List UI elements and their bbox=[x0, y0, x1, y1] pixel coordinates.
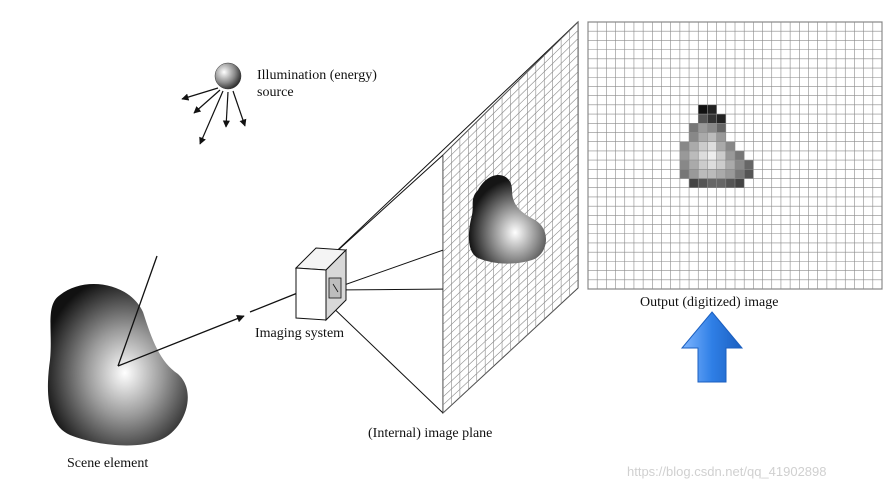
plane-grid-line bbox=[443, 262, 578, 390]
plane-grid-line bbox=[443, 79, 578, 212]
digitized-pixel bbox=[679, 150, 690, 161]
digitized-pixel bbox=[716, 132, 726, 142]
digitized-pixel bbox=[689, 132, 699, 142]
plane-grid-line bbox=[443, 30, 578, 164]
digitized-pixel bbox=[679, 169, 690, 179]
light-ray bbox=[181, 87, 219, 101]
digitized-pixel bbox=[707, 104, 717, 115]
plane-grid-line bbox=[443, 221, 578, 349]
digitized-pixel bbox=[707, 114, 717, 124]
digitized-pixel bbox=[716, 114, 726, 124]
digitized-pixel bbox=[698, 132, 708, 142]
illumination-ray-reflect bbox=[117, 255, 158, 367]
imaging-system-label: Imaging system bbox=[255, 326, 344, 341]
highlight-arrow-icon bbox=[680, 311, 744, 383]
plane-grid-line bbox=[443, 113, 578, 244]
digitized-pixel bbox=[698, 160, 708, 170]
digitized-pixel bbox=[698, 178, 708, 188]
plane-grid-line bbox=[443, 237, 578, 365]
light-ray bbox=[232, 90, 247, 127]
digitized-pixel bbox=[716, 123, 726, 133]
digitized-pixel bbox=[744, 169, 754, 179]
digitized-pixel bbox=[716, 150, 726, 161]
plane-grid-line bbox=[443, 229, 578, 357]
plane-grid-line bbox=[443, 38, 578, 172]
digitized-pixel bbox=[679, 141, 690, 151]
digitized-pixel bbox=[716, 141, 726, 151]
plane-grid-line bbox=[443, 271, 578, 398]
internal-image-plane bbox=[442, 20, 579, 415]
plane-grid-line bbox=[443, 96, 578, 228]
digitized-pixel bbox=[698, 114, 708, 124]
illumination-source bbox=[181, 62, 247, 145]
reflected-energy-arrow bbox=[117, 314, 245, 367]
digitized-pixel bbox=[698, 141, 708, 151]
digitized-pixel bbox=[698, 169, 708, 179]
illumination-label-source: source bbox=[257, 85, 294, 100]
scene-element-label: Scene element bbox=[67, 456, 148, 471]
digitized-pixel bbox=[689, 123, 699, 133]
light-ray bbox=[199, 90, 224, 145]
digitized-pixel bbox=[707, 123, 717, 133]
digitized-pixel bbox=[689, 141, 699, 151]
digitized-pixel bbox=[698, 150, 708, 161]
digitized-pixel bbox=[735, 150, 745, 161]
digitized-pixel bbox=[725, 160, 735, 170]
plane-grid-line bbox=[443, 246, 578, 373]
digitized-pixel bbox=[716, 169, 726, 179]
digitized-pixel bbox=[744, 160, 754, 170]
imaging-system bbox=[294, 247, 348, 322]
digitized-pixel bbox=[707, 141, 717, 151]
plane-grid-line bbox=[443, 71, 578, 204]
digitized-pixel bbox=[725, 178, 735, 188]
digitized-pixel bbox=[725, 169, 735, 179]
sun-icon bbox=[214, 62, 242, 90]
plane-grid-line bbox=[443, 104, 578, 236]
plane-grid-line bbox=[443, 204, 578, 333]
digitized-pixel bbox=[689, 150, 699, 161]
digitized-pixel bbox=[689, 160, 699, 170]
digitized-pixel bbox=[735, 178, 745, 188]
reflected-energy-ray bbox=[249, 291, 301, 313]
plane-grid-line bbox=[443, 46, 578, 180]
light-ray bbox=[222, 91, 230, 128]
digitized-pixel bbox=[725, 150, 735, 161]
digitized-pixel bbox=[689, 169, 699, 179]
digitized-pixel bbox=[698, 123, 708, 133]
plane-grid-line bbox=[443, 279, 578, 406]
internal-plane-label: (Internal) image plane bbox=[368, 426, 492, 441]
digitized-pixel bbox=[735, 169, 745, 179]
digitized-pixel bbox=[707, 169, 717, 179]
digitized-pixel bbox=[707, 150, 717, 161]
illumination-label: Illumination (energy) bbox=[257, 68, 377, 83]
plane-grid-line bbox=[443, 55, 578, 188]
digitized-pixel bbox=[679, 160, 690, 170]
light-ray bbox=[193, 89, 221, 114]
output-image bbox=[587, 21, 883, 290]
digitized-pixel bbox=[716, 160, 726, 170]
digitized-pixel bbox=[735, 160, 745, 170]
digitized-pixel bbox=[707, 132, 717, 142]
digitized-pixel bbox=[725, 141, 735, 151]
digitized-pixel bbox=[689, 178, 699, 188]
projected-scene-shape bbox=[468, 174, 547, 264]
digitized-pixel bbox=[707, 178, 717, 188]
digitized-pixel bbox=[698, 104, 708, 115]
digitized-pixel bbox=[707, 160, 717, 170]
plane-grid-line bbox=[443, 212, 578, 341]
plane-grid-line bbox=[443, 63, 578, 196]
output-image-label: Output (digitized) image bbox=[640, 295, 778, 310]
digitized-pixel bbox=[716, 178, 726, 188]
watermark-text: https://blog.csdn.net/qq_41902898 bbox=[627, 464, 827, 479]
plane-grid-line bbox=[443, 88, 578, 220]
plane-grid-line bbox=[443, 254, 578, 381]
